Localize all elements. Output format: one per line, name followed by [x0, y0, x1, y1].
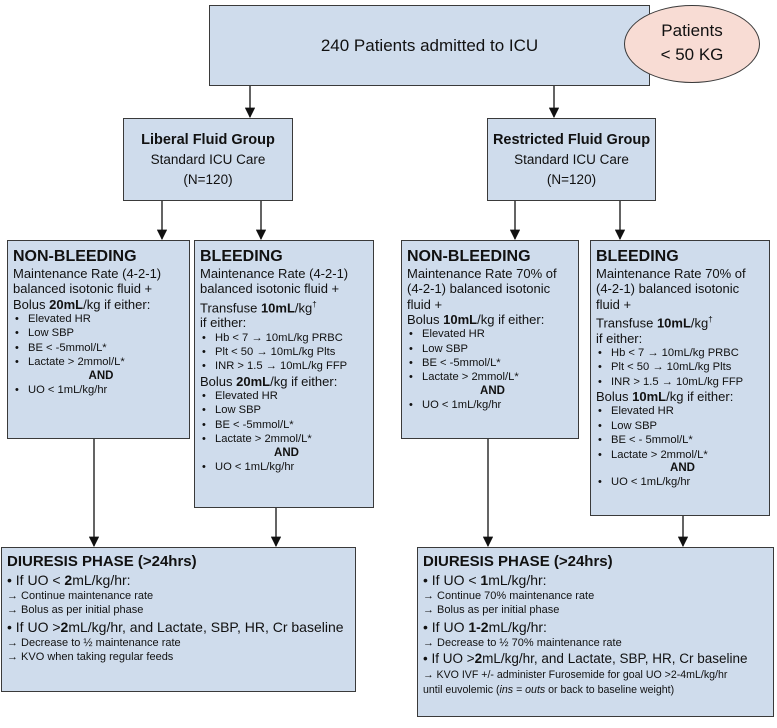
res-diuresis-action-4: → KVO IVF +/- administer Furosemide for …: [423, 669, 728, 682]
res-bleed-bullet-4: Lactate > 2mmol/L*: [596, 448, 769, 463]
lib-diuresis-action-1: → Continue maintenance rate: [7, 590, 154, 602]
title-text: 240 Patients admitted to ICU: [320, 35, 539, 55]
res-diuresis-action-1: → Continue 70% maintenance rate: [423, 590, 595, 602]
liberal-group-box: Liberal Fluid Group Standard ICU Care (N…: [123, 118, 293, 201]
res-bleed-tbullet-3: INR > 1.5 → 10mL/kg FFP: [596, 375, 769, 390]
res-bleed-title: BLEEDING: [596, 248, 679, 265]
res-bleed-box: BLEEDING Maintenance Rate 70% of (4-2-1)…: [590, 240, 770, 516]
lib-bleed-bullet-2: Low SBP: [200, 403, 373, 418]
lib-nonbleed-l2: balanced isotonic fluid +: [13, 281, 153, 297]
res-nonbleed-title: NON-BLEEDING: [407, 248, 531, 265]
lib-diuresis-cond-1: • If UO < 2mL/kg/hr:: [7, 572, 131, 588]
patients-badge-line1: Patients: [661, 21, 723, 40]
res-bleed-bullet-2: Low SBP: [596, 419, 769, 434]
lib-bleed-l5: Bolus 20mL/kg if either:: [200, 373, 338, 389]
lib-bleed-tbullet-3: INR > 1.5 → 10mL/kg FFP: [200, 359, 373, 374]
res-nonbleed-box: NON-BLEEDING Maintenance Rate 70% of (4-…: [401, 240, 579, 439]
patients-badge-line2: < 50 KG: [660, 45, 724, 64]
liberal-group-n: (N=120): [183, 172, 233, 187]
res-diuresis-action-3: → Decrease to ½ 70% maintenance rate: [423, 636, 622, 649]
lib-diuresis-cond-2: • If UO >2mL/kg/hr, and Lactate, SBP, HR…: [7, 618, 344, 635]
res-bleed-l5: if either:: [596, 330, 643, 346]
res-nonbleed-bullet-1: Elevated HR: [407, 327, 578, 342]
res-bleed-tbullet-2: Plt < 50 → 10mL/kg Plts: [596, 360, 769, 375]
lib-bleed-uo: UO < 1mL/kg/hr: [200, 460, 373, 475]
lib-bleed-l1: Maintenance Rate (4-2-1): [200, 266, 349, 281]
lib-nonbleed-title: NON-BLEEDING: [13, 248, 137, 265]
res-diuresis-cond-3: • If UO >2mL/kg/hr, and Lactate, SBP, HR…: [423, 651, 748, 667]
lib-bleed-l4: if either:: [200, 315, 247, 331]
res-diuresis-action-5: until euvolemic (ins = outs or back to b…: [423, 683, 675, 696]
lib-diuresis-action-4: → KVO when taking regular feeds: [7, 651, 174, 664]
lib-diuresis-box: DIURESIS PHASE (>24hrs) • If UO < 2mL/kg…: [1, 547, 356, 692]
lib-nonbleed-bullet-4: Lactate > 2mmol/L*: [13, 355, 189, 370]
res-nonbleed-l3: fluid +: [407, 296, 443, 312]
lib-bleed-l2: balanced isotonic fluid +: [200, 281, 340, 297]
res-bleed-uo: UO < 1mL/kg/hr: [596, 475, 769, 490]
res-nonbleed-and: AND: [480, 384, 505, 397]
restricted-group-n: (N=120): [546, 172, 597, 187]
res-nonbleed-l2: (4-2-1) balanced isotonic: [407, 281, 551, 297]
res-bleed-l4: Transfuse 10mL/kg†: [596, 314, 713, 331]
liberal-group-sub: Standard ICU Care: [150, 152, 266, 167]
res-nonbleed-bullet-3: BE < -5mmol/L*: [407, 356, 578, 371]
restricted-group-box: Restricted Fluid Group Standard ICU Care…: [487, 118, 656, 201]
res-bleed-l2: (4-2-1) balanced isotonic: [596, 281, 740, 297]
lib-bleed-bullet-4: Lactate > 2mmol/L*: [200, 432, 373, 447]
lib-bleed-bullet-3: BE < -5mmol/L*: [200, 418, 373, 433]
res-diuresis-cond-1: • If UO < 1mL/kg/hr:: [423, 572, 547, 588]
lib-nonbleed-and: AND: [88, 369, 114, 382]
lib-nonbleed-bullet-3: BE < -5mmol/L*: [13, 341, 189, 356]
restricted-group-title: Restricted Fluid Group: [492, 132, 651, 148]
res-bleed-l1: Maintenance Rate 70% of: [596, 266, 746, 281]
lib-nonbleed-l1: Maintenance Rate (4-2-1): [13, 266, 162, 281]
lib-diuresis-title: DIURESIS PHASE (>24hrs): [7, 553, 197, 570]
lib-bleed-title: BLEEDING: [200, 248, 283, 265]
restricted-group-sub: Standard ICU Care: [514, 152, 629, 167]
patients-badge: Patients < 50 KG: [624, 5, 760, 83]
res-bleed-bullet-1: Elevated HR: [596, 404, 769, 419]
title-box: 240 Patients admitted to ICU: [209, 5, 650, 86]
lib-nonbleed-uo: UO < 1mL/kg/hr: [13, 383, 189, 398]
lib-diuresis-action-2: → Bolus as per initial phase: [7, 604, 144, 617]
res-nonbleed-bullet-4: Lactate > 2mmol/L*: [407, 370, 578, 385]
lib-nonbleed-bullet-1: Elevated HR: [13, 312, 189, 327]
res-diuresis-box: DIURESIS PHASE (>24hrs) • If UO < 1mL/kg…: [417, 547, 774, 717]
res-bleed-bullet-3: BE < - 5mmol/L*: [596, 433, 769, 448]
res-bleed-l6: Bolus 10mL/kg if either:: [596, 389, 734, 405]
res-bleed-tbullet-1: Hb < 7 → 10mL/kg PRBC: [596, 346, 769, 361]
lib-bleed-bullet-1: Elevated HR: [200, 389, 373, 404]
lib-bleed-tbullet-2: Plt < 50 → 10mL/kg Plts: [200, 345, 373, 360]
res-nonbleed-bullet-2: Low SBP: [407, 342, 578, 357]
res-diuresis-action-2: → Bolus as per initial phase: [423, 604, 560, 617]
liberal-group-title: Liberal Fluid Group: [141, 132, 275, 148]
lib-bleed-l3: Transfuse 10mL/kg†: [200, 299, 317, 315]
res-bleed-and: AND: [670, 461, 695, 474]
res-diuresis-cond-2: • If UO 1-2mL/kg/hr:: [423, 618, 547, 635]
res-nonbleed-l1: Maintenance Rate 70% of: [407, 266, 557, 281]
res-nonbleed-l4: Bolus 10mL/kg if either:: [407, 311, 545, 327]
lib-nonbleed-bullet-2: Low SBP: [13, 326, 189, 341]
res-diuresis-title: DIURESIS PHASE (>24hrs): [423, 553, 613, 570]
res-nonbleed-uo: UO < 1mL/kg/hr: [407, 398, 578, 413]
lib-bleed-tbullet-1: Hb < 7 → 10mL/kg PRBC: [200, 331, 373, 346]
lib-nonbleed-box: NON-BLEEDING Maintenance Rate (4-2-1) ba…: [7, 240, 190, 439]
lib-diuresis-action-3: → Decrease to ½ maintenance rate: [7, 636, 181, 649]
lib-bleed-box: BLEEDING Maintenance Rate (4-2-1) balanc…: [194, 240, 374, 508]
lib-nonbleed-l3: Bolus 20mL/kg if either:: [13, 296, 151, 312]
res-bleed-l3: fluid +: [596, 296, 632, 312]
lib-bleed-and: AND: [274, 446, 299, 459]
